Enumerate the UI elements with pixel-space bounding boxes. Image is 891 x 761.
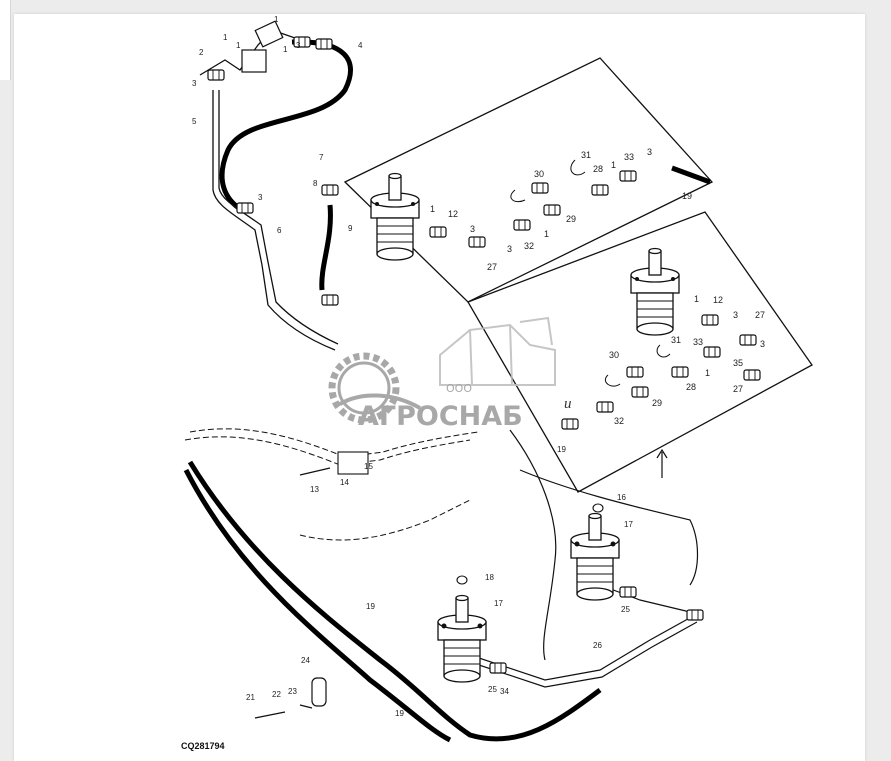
callout-label: 12 bbox=[448, 209, 458, 219]
callout-label: 26 bbox=[593, 641, 602, 650]
watermark: ООО АГРОСНАБ bbox=[328, 316, 556, 432]
callout-label: 1 bbox=[274, 15, 279, 24]
callouts-detail-b: 1 12 3 27 33 31 30 1 28 27 29 32 35 3 19 bbox=[557, 294, 765, 454]
callout-label: 1 bbox=[223, 33, 228, 42]
callout-label: 4 bbox=[358, 41, 363, 50]
callout-label: 29 bbox=[652, 398, 662, 408]
callout-label: 33 bbox=[624, 152, 634, 162]
callout-label: 27 bbox=[487, 262, 497, 272]
callout-label: 1 bbox=[283, 45, 288, 54]
callout-label: 31 bbox=[671, 335, 681, 345]
callout-label: 16 bbox=[617, 493, 626, 502]
callout-label: 5 bbox=[192, 117, 197, 126]
callout-label: 3 bbox=[470, 224, 475, 234]
callout-label: 15 bbox=[364, 462, 373, 471]
callout-label: 29 bbox=[566, 214, 576, 224]
watermark-brand: АГРОСНАБ bbox=[358, 401, 523, 432]
callout-label: 27 bbox=[733, 384, 743, 394]
callout-label: 3 bbox=[258, 193, 263, 202]
callout-label: 19 bbox=[682, 191, 692, 201]
callout-label: 3 bbox=[296, 41, 301, 50]
callout-label: 30 bbox=[534, 169, 544, 179]
callout-label: 7 bbox=[319, 153, 324, 162]
callout-label: 19 bbox=[366, 602, 375, 611]
callout-label: 24 bbox=[301, 656, 310, 665]
callout-label: 3 bbox=[760, 339, 765, 349]
callout-label: 34 bbox=[500, 687, 509, 696]
callout-label: 1 bbox=[705, 368, 710, 378]
callout-label: 1 bbox=[430, 204, 435, 214]
callout-label: 25 bbox=[488, 685, 497, 694]
callout-label: 17 bbox=[494, 599, 503, 608]
callout-label: 3 bbox=[647, 147, 652, 157]
callout-label: 14 bbox=[340, 478, 349, 487]
upper-hose-assembly bbox=[199, 20, 353, 351]
callout-label: 23 bbox=[288, 687, 297, 696]
callout-label: 1 bbox=[694, 294, 699, 304]
callout-label: 30 bbox=[609, 350, 619, 360]
callout-label: 3 bbox=[733, 310, 738, 320]
callout-label: 35 bbox=[733, 358, 743, 368]
callout-label: 33 bbox=[693, 337, 703, 347]
callouts-detail-a: 30 31 28 1 33 3 19 1 12 3 27 3 1 29 32 bbox=[430, 147, 692, 272]
callout-label: 9 bbox=[348, 224, 353, 233]
callout-label: 28 bbox=[686, 382, 696, 392]
callout-label: 13 bbox=[310, 485, 319, 494]
drawing-code: CQ281794 bbox=[181, 741, 225, 751]
callout-label: 2 bbox=[199, 48, 204, 57]
callout-label: 19 bbox=[395, 709, 404, 718]
callouts-lower: 13 14 15 16 17 17 18 19 19 21 22 23 24 2… bbox=[246, 462, 633, 718]
gear-logo-icon bbox=[328, 352, 421, 424]
callout-label: 1 bbox=[544, 229, 549, 239]
callout-label: 27 bbox=[755, 310, 765, 320]
lower-assembly bbox=[183, 428, 704, 743]
watermark-prefix: ООО bbox=[446, 382, 472, 395]
tractor-logo-icon bbox=[439, 316, 556, 386]
callout-label: 17 bbox=[624, 520, 633, 529]
callout-label: 21 bbox=[246, 693, 255, 702]
callout-label: 3 bbox=[192, 79, 197, 88]
callout-label: 25 bbox=[621, 605, 630, 614]
viewer-side-strip bbox=[0, 0, 11, 80]
callouts-upper: 1 2 3 1 1 1 3 4 3 5 6 7 8 9 bbox=[192, 15, 363, 235]
callout-label: 1 bbox=[611, 160, 616, 170]
callout-label: 18 bbox=[485, 573, 494, 582]
callout-label: 1 bbox=[236, 41, 241, 50]
callout-label: 6 bbox=[277, 226, 282, 235]
detail-box-b bbox=[467, 211, 813, 493]
callout-label: 28 bbox=[593, 164, 603, 174]
callout-label: 31 bbox=[581, 150, 591, 160]
callout-label: 8 bbox=[313, 179, 318, 188]
callout-label: 22 bbox=[272, 690, 281, 699]
callout-label: 19 bbox=[557, 445, 566, 454]
callout-label: 32 bbox=[524, 241, 534, 251]
callout-label: 12 bbox=[713, 295, 723, 305]
callout-label: 32 bbox=[614, 416, 624, 426]
detail-box-a bbox=[343, 57, 714, 303]
callout-label: 3 bbox=[507, 244, 512, 254]
separator-letter: u bbox=[564, 396, 572, 412]
